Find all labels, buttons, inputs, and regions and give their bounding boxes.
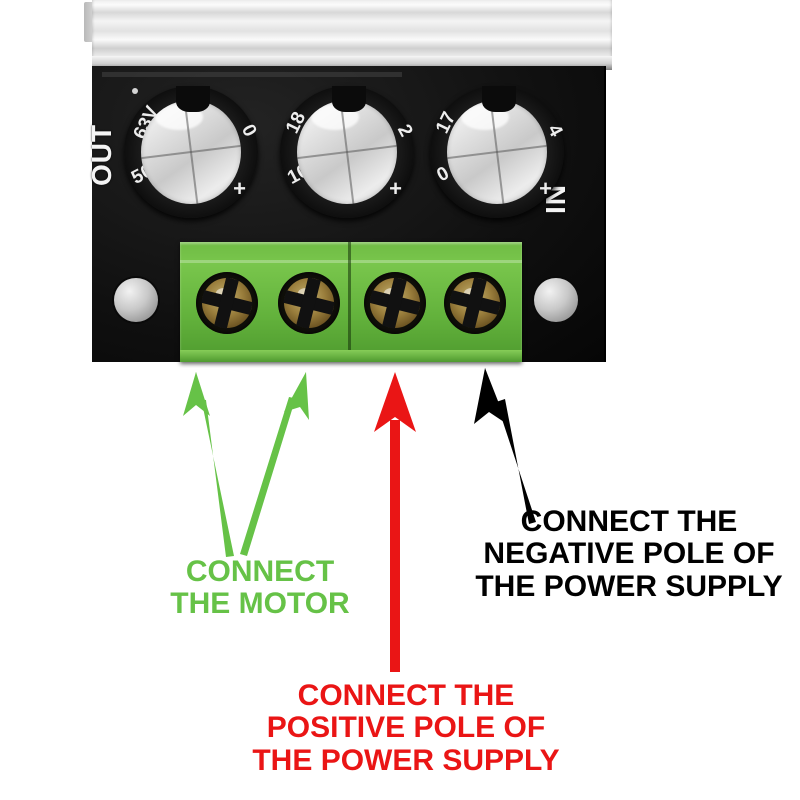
capacitor-3-top-notch	[482, 86, 516, 112]
terminal-screw-4-power-negative[interactable]	[444, 272, 506, 334]
capacitor-1-polarity: +	[233, 176, 246, 201]
terminal-ridge	[180, 260, 522, 263]
pcb-board: OUT IN 63V 50 0 + 18 10 2	[86, 66, 606, 362]
capacitor-2-sleeve-markings: 18 10 2 +	[280, 86, 417, 218]
capacitor-3-vent-top	[447, 100, 547, 204]
capacitor-2-top-notch	[332, 86, 366, 112]
electrolytic-capacitor-2: 18 10 2 +	[280, 86, 417, 218]
annotation-text-positive-pole: CONNECT THE POSITIVE POLE OF THE POWER S…	[252, 679, 560, 777]
green-arrow-left-icon	[183, 372, 234, 557]
terminal-screw-3-power-positive[interactable]	[364, 272, 426, 334]
pcb-via-dot	[132, 88, 138, 94]
silkscreen-out-label: OUT	[86, 123, 117, 186]
pcb-trace-stripe	[102, 72, 402, 77]
terminal-screw-1-motor[interactable]	[196, 272, 258, 334]
capacitor-1-top-notch	[176, 86, 210, 112]
terminal-screw-2-motor[interactable]	[278, 272, 340, 334]
mounting-pad-right	[534, 278, 578, 322]
electrolytic-capacitor-3: 17 0 4 +	[430, 86, 567, 218]
black-arrow-icon	[474, 368, 536, 524]
screw-terminal-block	[180, 242, 522, 362]
capacitor-2-side-code: 2	[393, 121, 417, 141]
green-arrow-right-icon	[240, 372, 309, 556]
controller-board-photo: OUT IN 63V 50 0 + 18 10 2	[0, 0, 800, 380]
capacitor-3-side-code: 4	[543, 121, 567, 141]
capacitor-1-vent-top	[141, 100, 241, 204]
capacitor-2-vent-top	[297, 100, 397, 204]
red-arrow-icon	[374, 372, 416, 672]
terminal-seam	[348, 242, 351, 362]
capacitor-3-sleeve-markings: 17 0 4 +	[430, 86, 567, 218]
annotation-text-negative-pole: CONNECT THE NEGATIVE POLE OF THE POWER S…	[475, 505, 783, 603]
terminal-base-foot	[180, 350, 522, 362]
capacitor-1-sleeve-markings: 63V 50 0 +	[124, 86, 261, 218]
mounting-pad-left	[114, 278, 158, 322]
annotation-text-connect-motor: CONNECT THE MOTOR	[170, 555, 350, 621]
capacitor-2-polarity: +	[389, 176, 402, 201]
electrolytic-capacitor-1: 63V 50 0 +	[124, 86, 261, 218]
capacitor-3-polarity: +	[539, 176, 552, 201]
capacitor-1-side-code: 0	[237, 121, 261, 141]
